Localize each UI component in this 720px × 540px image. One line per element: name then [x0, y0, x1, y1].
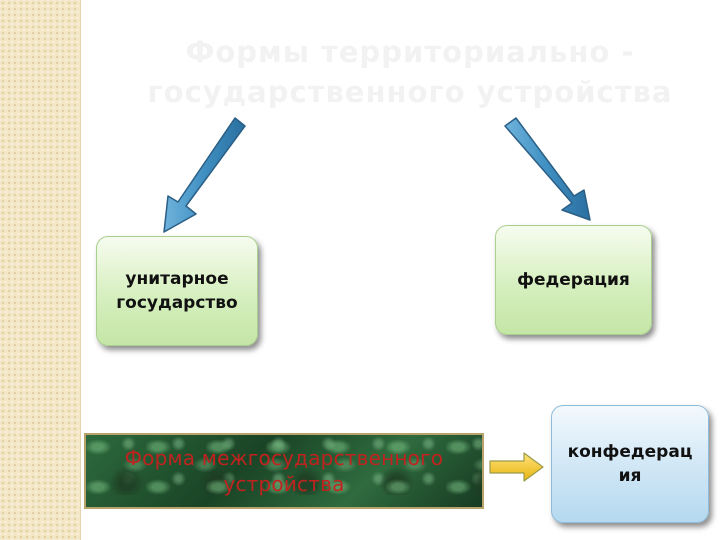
node-unitary-state: унитарное государство [96, 236, 258, 346]
title-line-2: государственного устройства [147, 75, 673, 109]
node-federation: федерация [495, 225, 652, 335]
arrow-to-confederation [489, 452, 544, 482]
arrow-to-federation [504, 117, 591, 221]
node-federation-label: федерация [517, 270, 630, 290]
diagram-title: Формы территориально - государственного … [140, 32, 680, 112]
title-line-1: Формы территориально - [185, 35, 635, 69]
node-confederation: конфедерация [551, 405, 709, 523]
arrow-to-unitary [163, 117, 246, 233]
decorative-side-stripe [0, 0, 81, 540]
interstate-form-label: Форма межгосударственного устройства [124, 446, 444, 496]
node-confederation-label: конфедерация [567, 442, 693, 486]
interstate-form-box: Форма межгосударственного устройства [84, 433, 484, 509]
node-unitary-label: унитарное государство [116, 269, 238, 313]
